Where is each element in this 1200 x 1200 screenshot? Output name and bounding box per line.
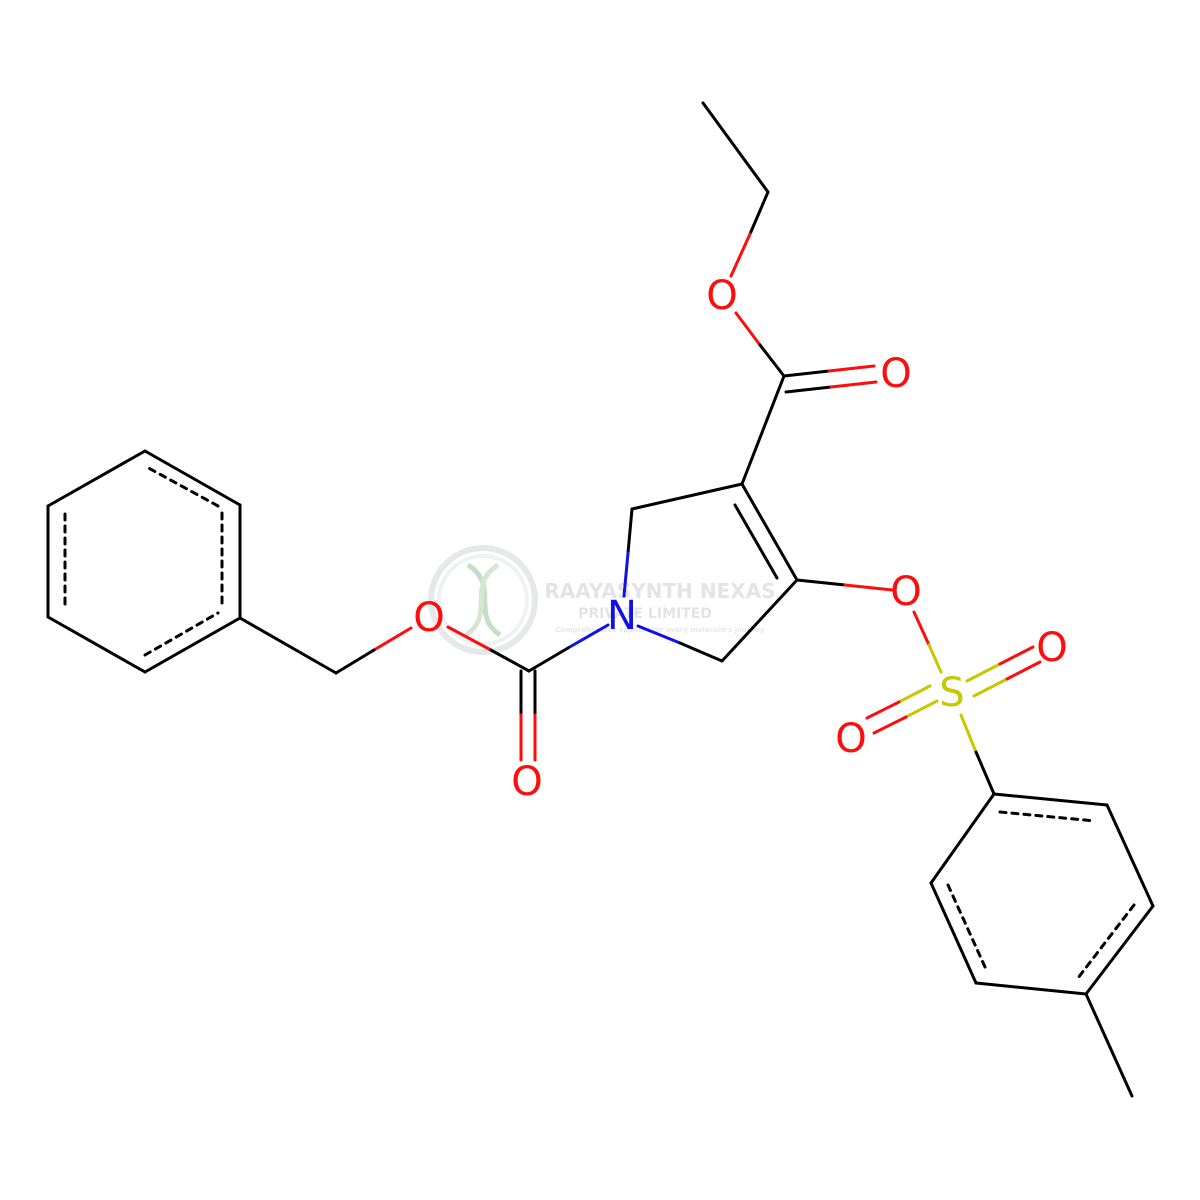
bond-ph-3 — [46, 449, 147, 508]
bond-tol-arom-1 — [998, 810, 1097, 823]
bond-so-right-2b — [1005, 660, 1042, 681]
watermark-circle — [428, 545, 538, 655]
bond-so-left-2a — [904, 699, 939, 719]
watermark-tagline: Comprehensive support for every molecule… — [555, 626, 765, 634]
bond-ester-co-1b — [827, 364, 876, 373]
bond-n-c5-black — [678, 641, 724, 663]
watermark-inner-circle — [437, 554, 529, 646]
bond-o-s-yellow — [927, 643, 943, 674]
atom-o-cbz-carbonyl: O — [511, 759, 542, 805]
bond-ph-6 — [143, 616, 242, 674]
bond-c4-c3 — [740, 482, 799, 582]
bond-s-aryl-yellow — [959, 713, 978, 754]
bond-ccbz-o-black — [487, 647, 531, 673]
bond-ester-co-2b — [829, 380, 878, 389]
bond-tol-6 — [929, 792, 996, 885]
atom-s-sulfonyl: S — [939, 670, 964, 716]
atom-o-ester-carbonyl: O — [880, 351, 911, 397]
bond-c4-o-red — [843, 583, 894, 592]
bond-ph-2 — [143, 449, 242, 507]
atom-n-ring: N — [607, 593, 637, 639]
bond-so-left-1b — [865, 700, 901, 720]
atom-o-sulfonyl-left: O — [835, 716, 866, 762]
bond-ph-arom-4 — [143, 611, 220, 657]
bond-tol-3 — [1084, 904, 1155, 996]
bond-o-ch2-black — [334, 648, 376, 675]
bond-tol-2 — [1105, 803, 1155, 908]
bond-ester-co-2a — [784, 385, 833, 394]
bond-c3-c2 — [630, 482, 744, 511]
bond-ccbz-o-red — [446, 625, 491, 651]
bond-c4-o-black — [795, 578, 847, 587]
atom-o-tosylate: O — [890, 569, 921, 615]
bond-ester-co-1a — [782, 369, 831, 378]
bond-tol-1 — [992, 792, 1109, 807]
bond-so-right-2a — [972, 677, 1009, 698]
bond-ch2-o-red — [729, 232, 752, 278]
bond-o-cester-black — [758, 343, 786, 378]
bond-o-cester-red — [734, 311, 762, 347]
bond-o-ch2-red — [372, 626, 413, 652]
bond-tol-4 — [974, 981, 1088, 996]
bond-c4-c3-double — [733, 503, 779, 580]
bond-tol-5 — [929, 881, 978, 985]
bond-so-left-1a — [897, 684, 932, 704]
bond-c2-n-black — [626, 507, 634, 555]
bond-c5-c4 — [720, 578, 799, 663]
bond-so-left-2b — [872, 715, 908, 735]
bond-so-right-1b — [998, 645, 1035, 666]
bond-ch2-o-black — [748, 190, 770, 236]
bond-n-c5-blue — [636, 624, 682, 645]
atom-o-sulfonyl-right: O — [1036, 625, 1067, 671]
watermark-helix-icon-2 — [464, 562, 500, 638]
watermark-subtitle: PRIVATE LIMITED — [578, 606, 712, 622]
bond-ch2-phenyl — [238, 616, 338, 675]
bond-tol-arom-2 — [1076, 903, 1136, 980]
watermark-helix-icon — [466, 562, 502, 638]
watermark-name: RAAYASYNTH NEXAS — [544, 579, 775, 603]
bond-c2-n-blue — [622, 551, 630, 598]
atom-o-ester-ether: O — [706, 273, 737, 319]
watermark-logo: RAAYASYNTH NEXAS PRIVATE LIMITED Compreh… — [428, 545, 776, 655]
bond-so-right-1a — [965, 662, 1002, 683]
bond-tol-arom-3 — [946, 883, 987, 969]
atom-o-cbz-ether: O — [413, 595, 444, 641]
bond-ph-arom-2 — [143, 464, 220, 508]
bond-n-ccbz-blue — [566, 623, 610, 650]
bond-cester-c3 — [740, 374, 786, 486]
bond-tol-methyl — [1084, 992, 1134, 1098]
bond-n-ccbz-black — [527, 646, 570, 673]
bond-o-s-red — [912, 610, 931, 647]
bond-s-aryl-black — [974, 750, 996, 796]
bond-ethyl-ch3-ch2 — [701, 101, 770, 194]
bond-ph-5 — [46, 615, 147, 674]
